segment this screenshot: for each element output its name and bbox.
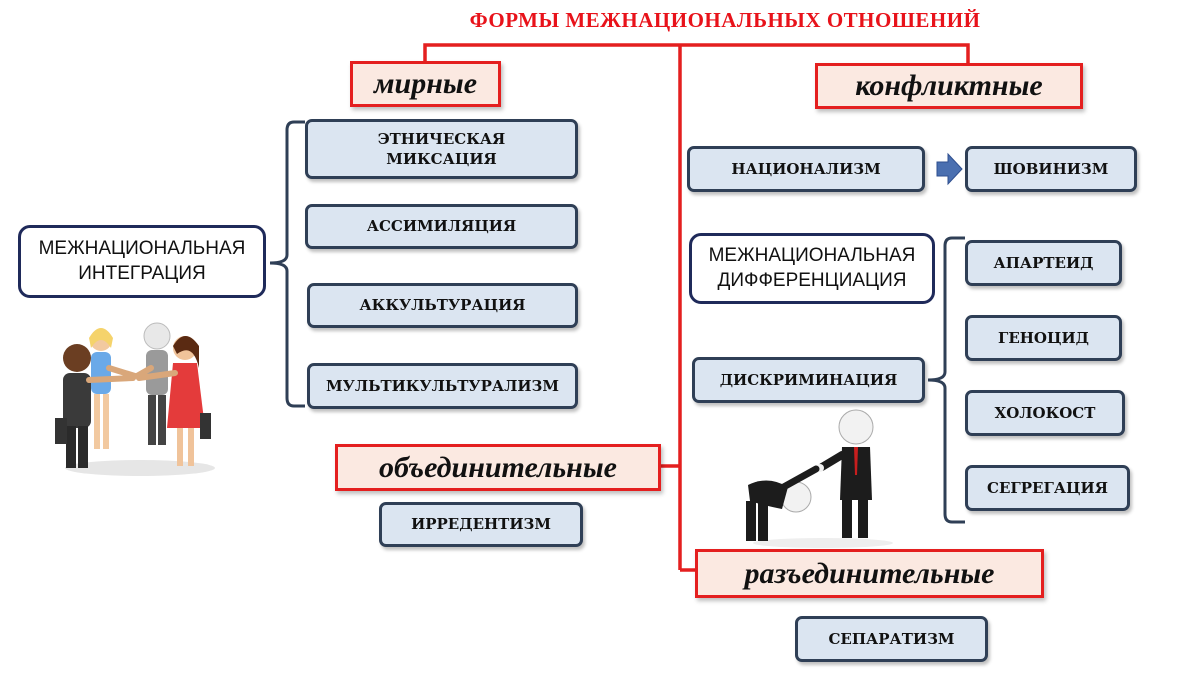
- peaceful-item: АССИМИЛЯЦИЯ: [305, 204, 578, 249]
- arrow-icon: [936, 152, 963, 186]
- integration-box: МЕЖНАЦИОНАЛЬНАЯ ИНТЕГРАЦИЯ: [18, 225, 266, 298]
- separatism-box: СЕПАРАТИЗМ: [795, 616, 988, 662]
- peaceful-bracket: [269, 120, 305, 408]
- discrimination-box: ДИСКРИМИНАЦИЯ: [692, 357, 925, 403]
- category-peaceful: мирные: [350, 61, 501, 107]
- peaceful-item: ЭТНИЧЕСКАЯ МИКСАЦИЯ: [305, 119, 578, 179]
- peaceful-item: МУЛЬТИКУЛЬТУРАЛИЗМ: [307, 363, 578, 409]
- discrimination-item: АПАРТЕИД: [965, 240, 1122, 286]
- nationalism-box: НАЦИОНАЛИЗМ: [687, 146, 925, 192]
- peaceful-item: АККУЛЬТУРАЦИЯ: [307, 283, 578, 328]
- discrimination-bracket: [927, 236, 965, 524]
- category-conflict: конфликтные: [815, 63, 1083, 109]
- category-unifying: объединительные: [335, 444, 661, 491]
- irredentism-box: ИРРЕДЕНТИЗМ: [379, 502, 583, 547]
- category-separating: разъединительные: [695, 549, 1044, 598]
- title-connector: [423, 43, 970, 63]
- discrimination-item: ХОЛОКОСТ: [965, 390, 1125, 436]
- discrimination-item: ГЕНОЦИД: [965, 315, 1122, 361]
- discrimination-item: СЕГРЕГАЦИЯ: [965, 465, 1130, 511]
- people-group-illustration: [55, 322, 215, 476]
- diagram-title: ФОРМЫ МЕЖНАЦИОНАЛЬНЫХ ОТНОШЕНИЙ: [469, 8, 981, 32]
- differentiation-box: МЕЖНАЦИОНАЛЬНАЯ ДИФФЕРЕНЦИАЦИЯ: [689, 233, 935, 304]
- bowing-figures-illustration: [746, 409, 893, 548]
- chauvinism-box: ШОВИНИЗМ: [965, 146, 1137, 192]
